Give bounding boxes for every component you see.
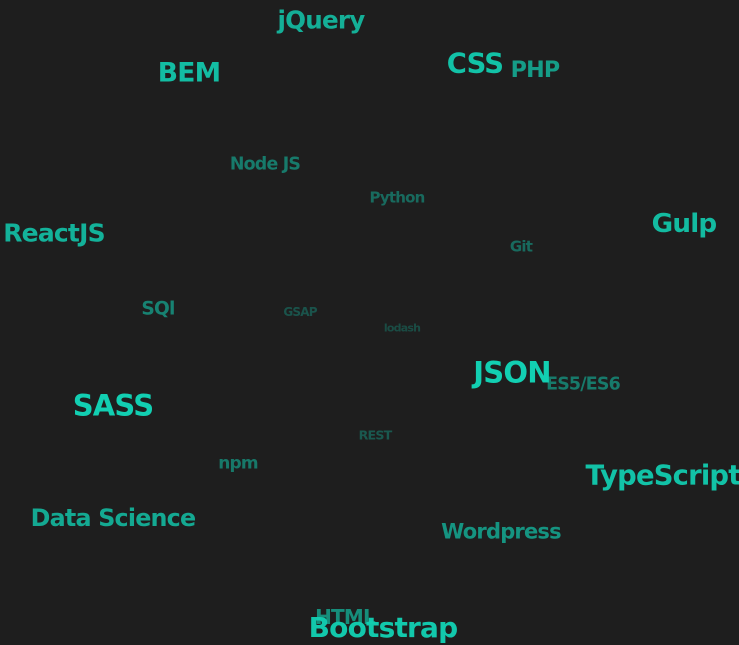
tag-wordpress[interactable]: Wordpress bbox=[441, 519, 561, 544]
tag-css[interactable]: CSS bbox=[446, 48, 504, 80]
tag-sass[interactable]: SASS bbox=[72, 388, 154, 423]
tag-lodash[interactable]: lodash bbox=[383, 321, 421, 335]
tag-gsap[interactable]: GSAP bbox=[283, 305, 317, 319]
tag-bootstrap[interactable]: Bootstrap bbox=[308, 611, 459, 644]
tag-html[interactable]: HTML bbox=[315, 605, 376, 629]
tag-bem[interactable]: BEM bbox=[157, 57, 221, 89]
tag-node-js[interactable]: Node JS bbox=[229, 154, 301, 175]
tag-gulp[interactable]: Gulp bbox=[651, 208, 717, 239]
tag-json[interactable]: JSON bbox=[473, 355, 551, 390]
tag-es5-es6[interactable]: ES5/ES6 bbox=[546, 374, 621, 395]
tag-reactjs[interactable]: ReactJS bbox=[3, 218, 105, 248]
tag-php[interactable]: PHP bbox=[510, 56, 560, 83]
tag-rest[interactable]: REST bbox=[358, 427, 393, 443]
tag-data-science[interactable]: Data Science bbox=[30, 504, 196, 533]
tag-git[interactable]: Git bbox=[509, 237, 533, 256]
tag-npm[interactable]: npm bbox=[218, 453, 258, 474]
tag-typescript[interactable]: TypeScript bbox=[585, 460, 739, 492]
tag-jquery[interactable]: jQuery bbox=[277, 5, 366, 35]
tag-sql[interactable]: SQl bbox=[141, 298, 175, 320]
tag-python[interactable]: Python bbox=[369, 188, 425, 207]
